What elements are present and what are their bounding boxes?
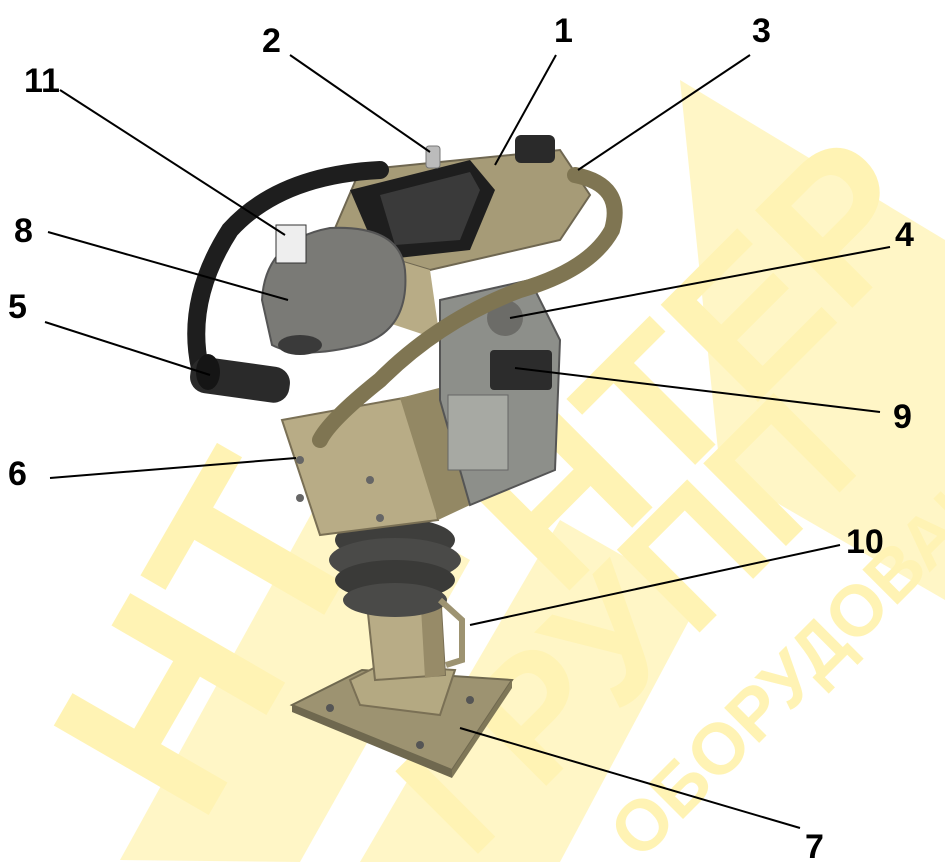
leader-line-2 — [289, 54, 431, 153]
callout-9: 9 — [893, 398, 912, 436]
tank-cap — [515, 135, 555, 163]
label-plate — [275, 224, 307, 264]
callout-6: 6 — [8, 455, 27, 493]
callout-10: 10 — [846, 523, 884, 561]
guide-handle — [187, 161, 389, 377]
leader-line-9 — [514, 367, 881, 413]
throttle-grip — [190, 354, 290, 403]
callout-7: 7 — [805, 828, 824, 862]
callout-5: 5 — [8, 288, 27, 326]
callout-2: 2 — [262, 22, 281, 60]
leader-line-6 — [49, 457, 297, 479]
guard-tube — [312, 167, 623, 448]
leader-line-10 — [469, 544, 841, 626]
leader-line-5 — [44, 321, 211, 376]
leader-line-8 — [47, 231, 289, 301]
callout-11: 11 — [24, 62, 60, 100]
leader-line-3 — [577, 54, 751, 171]
leader-line-11 — [59, 89, 286, 236]
lever — [437, 597, 465, 668]
leader-line-1 — [494, 54, 557, 166]
rammer-machine — [187, 135, 623, 778]
callout-4: 4 — [895, 216, 914, 254]
leader-line-4 — [509, 246, 891, 319]
bellows — [329, 518, 461, 617]
callout-3: 3 — [752, 12, 771, 50]
knob — [425, 145, 441, 169]
callout-1: 1 — [554, 12, 573, 50]
callout-numbers: 1 2 3 4 5 6 7 8 9 10 11 — [8, 12, 914, 862]
leader-lines — [44, 54, 891, 829]
leader-line-7 — [459, 727, 801, 829]
callout-8: 8 — [14, 212, 33, 250]
